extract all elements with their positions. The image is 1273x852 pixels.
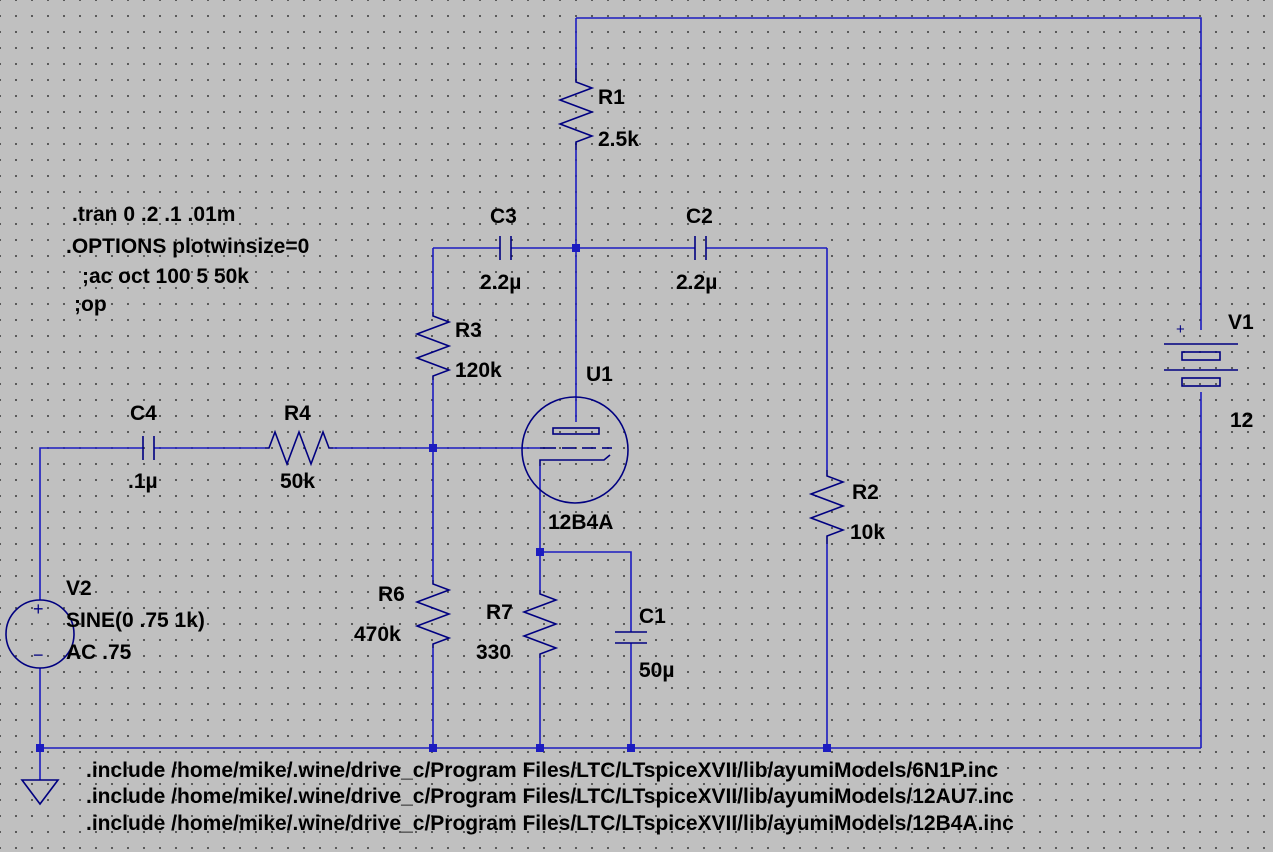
v2-minus-sign: − (33, 645, 44, 665)
resistor-r2[interactable] (808, 470, 846, 544)
c1-name: C1 (639, 605, 666, 628)
c3-value: 2.2µ (480, 271, 522, 294)
directive-include-12au7[interactable]: .include /home/mike/.wine/drive_c/Progra… (86, 785, 1014, 808)
resistor-r6[interactable] (414, 580, 452, 648)
junction-gnd-v2 (36, 744, 44, 752)
c4-value: .1µ (128, 470, 158, 493)
v2-ac: AC .75 (66, 641, 132, 664)
junction-grid (429, 444, 437, 452)
junctions (36, 244, 831, 752)
wire-top-rail (576, 17, 1202, 330)
capacitor-c4[interactable] (142, 436, 155, 460)
c2-value: 2.2µ (676, 271, 718, 294)
wires (39, 17, 1202, 780)
voltage-source-v2[interactable] (5, 599, 75, 669)
capacitor-c3[interactable] (499, 236, 512, 260)
v1-value: 12 (1230, 409, 1254, 432)
junction-gnd-r2 (823, 744, 831, 752)
v1-name: V1 (1228, 311, 1254, 334)
directive-include-6n1p[interactable]: .include /home/mike/.wine/drive_c/Progra… (86, 759, 999, 782)
directive-op[interactable]: ;op (74, 293, 107, 316)
r4-value: 50k (280, 470, 316, 493)
r1-value: 2.5k (598, 128, 639, 151)
ground-symbol (20, 779, 60, 806)
v1-plus-sign: + (1176, 321, 1185, 338)
resistor-r4[interactable] (265, 429, 333, 467)
r2-name: R2 (852, 481, 879, 504)
directive-tran[interactable]: .tran 0 .2 .1 .01m (72, 203, 236, 226)
r4-name: R4 (284, 402, 311, 425)
v2-value: SINE(0 .75 1k) (66, 609, 205, 632)
r3-name: R3 (455, 319, 482, 342)
wire-cathode (539, 466, 632, 632)
r7-value: 330 (476, 641, 512, 664)
v2-name: V2 (66, 577, 92, 600)
junction-gnd-r6 (429, 744, 437, 752)
resistor-r7[interactable] (521, 590, 559, 658)
directive-options[interactable]: .OPTIONS plotwinsize=0 (66, 235, 310, 258)
triode-u1[interactable] (521, 396, 629, 504)
c1-value: 50µ (639, 659, 675, 682)
capacitor-c2[interactable] (694, 236, 707, 260)
r6-name: R6 (378, 583, 405, 606)
junction-cathode (536, 548, 544, 556)
u1-name: U1 (586, 363, 613, 386)
resistor-r1[interactable] (557, 68, 595, 150)
junction-gnd-r7 (536, 744, 544, 752)
c4-name: C4 (130, 402, 157, 425)
r7-name: R7 (486, 601, 513, 624)
u1-value: 12B4A (548, 511, 614, 534)
capacitor-c1[interactable] (615, 631, 647, 644)
junction-plate (572, 244, 580, 252)
wire-ground-rail (39, 668, 1201, 780)
directive-include-12b4a[interactable]: .include /home/mike/.wine/drive_c/Progra… (86, 812, 1014, 835)
c3-name: C3 (490, 205, 517, 228)
directive-ac[interactable]: ;ac oct 100 5 50k (82, 265, 249, 288)
wire-v2-up (39, 447, 143, 600)
junction-gnd-c1 (627, 744, 635, 752)
r1-name: R1 (598, 86, 625, 109)
r2-value: 10k (850, 521, 886, 544)
resistor-r3[interactable] (414, 312, 452, 380)
c2-name: C2 (686, 205, 713, 228)
r3-value: 120k (455, 359, 502, 382)
battery-v1[interactable] (1164, 343, 1238, 387)
v2-plus-sign: + (33, 599, 44, 619)
r6-value: 470k (354, 623, 401, 646)
